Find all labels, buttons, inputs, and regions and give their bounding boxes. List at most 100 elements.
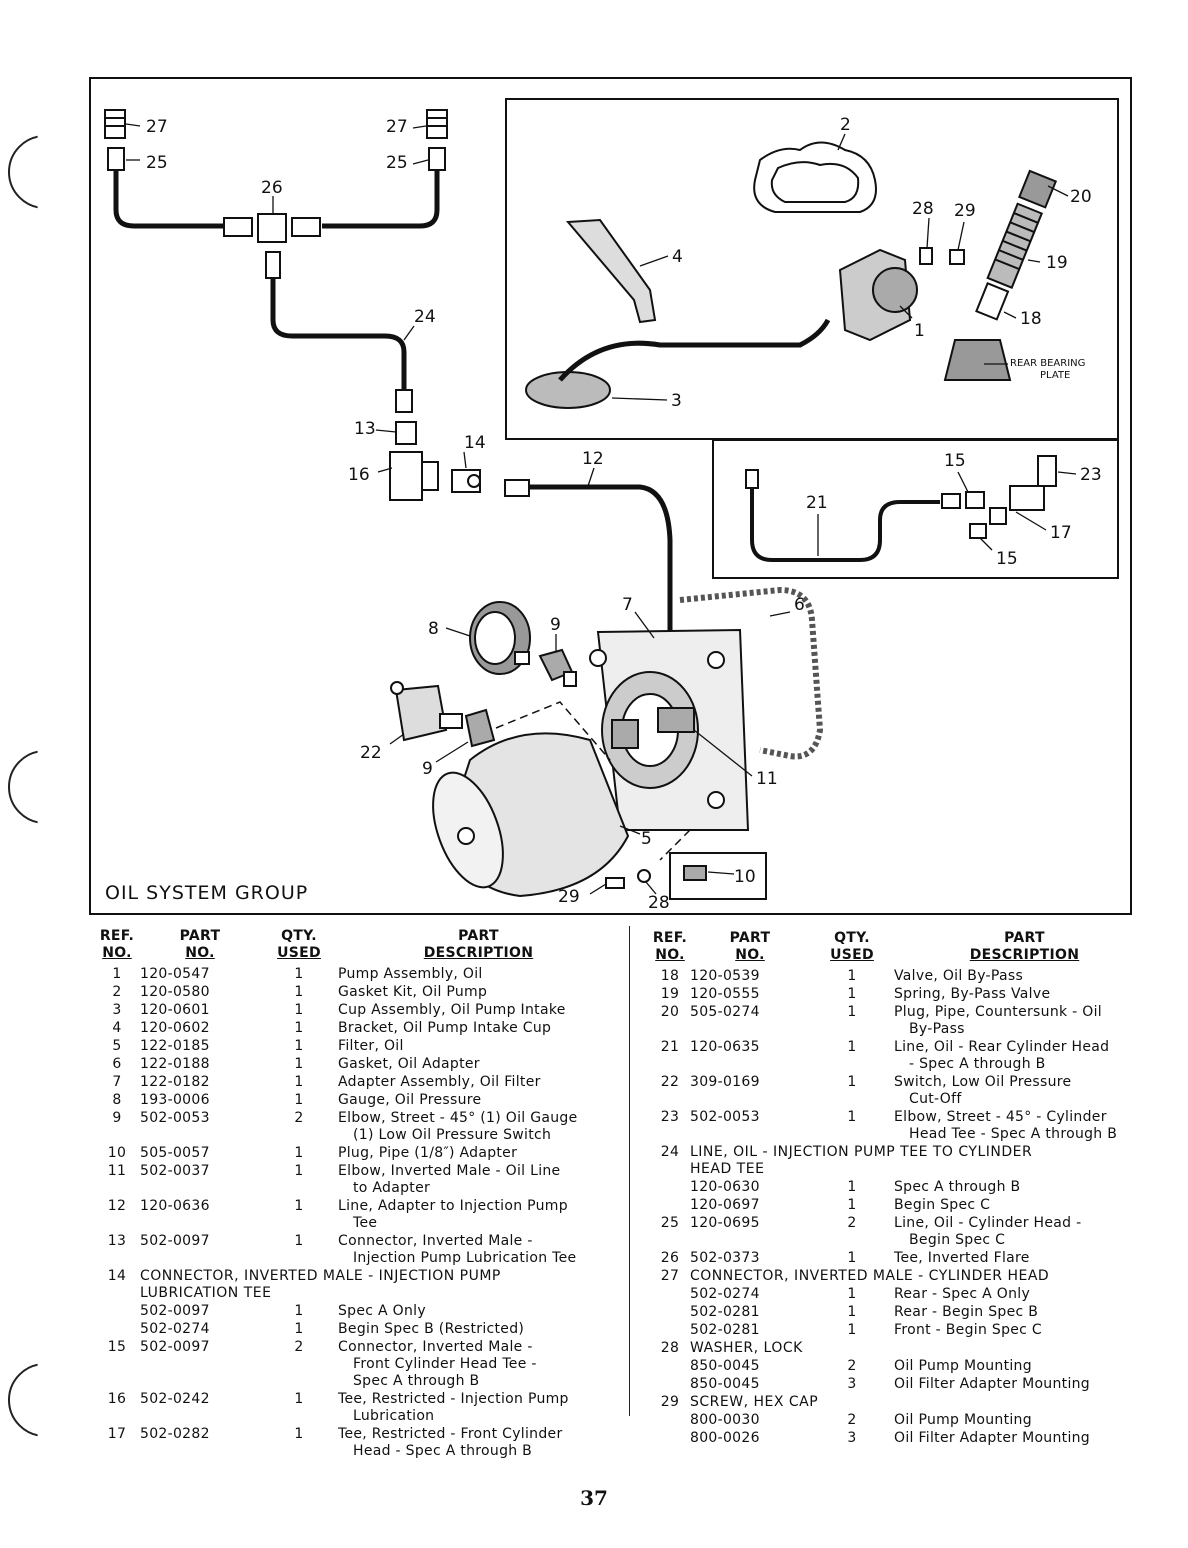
description-text: Line, Adapter to Injection Pump [338, 1198, 568, 1214]
callout-14: 14 [464, 433, 486, 453]
group-heading-continued: HEAD TEE [690, 1161, 765, 1177]
ref-no-cell [650, 1376, 690, 1394]
callout-20: 20 [1070, 187, 1092, 207]
group-heading: CONNECTOR, INVERTED MALE - INJECTION PUM… [140, 1268, 501, 1284]
part-no-cell: 502-0097 [140, 1303, 210, 1319]
description-continued: to Adapter [353, 1180, 431, 1196]
qty-used-cell: 1 [294, 1092, 304, 1108]
callout-13: 13 [354, 419, 376, 439]
description-cell: Connector, Inverted Male -Injection Pump… [338, 1233, 619, 1268]
description-cell: Connector, Inverted Male -Front Cylinder… [338, 1339, 619, 1391]
description-text: Gasket Kit, Oil Pump [338, 984, 488, 1000]
qty-used-cell: 1 [294, 1163, 304, 1179]
ref-no-cell [650, 1304, 690, 1322]
description-cell: Begin Spec C [894, 1197, 1155, 1215]
qty-used-cell: 1 [294, 1145, 304, 1161]
description-text: Spec A through B [894, 1179, 1021, 1195]
ref-no-cell [650, 1358, 690, 1376]
description-continued: - Spec A through B [909, 1056, 1046, 1072]
description-cell: Tee, Inverted Flare [894, 1250, 1155, 1268]
description-cell: Rear - Begin Spec B [894, 1304, 1155, 1322]
qty-used-cell: 1 [294, 1038, 304, 1054]
qty-used-cell: 2 [847, 1215, 857, 1231]
part-no-cell: 502-0274 [140, 1321, 210, 1337]
callout-29-bottom: 29 [558, 887, 580, 907]
description-text: Elbow, Street - 45° - Cylinder [894, 1109, 1107, 1125]
ref-no-cell: 25 [660, 1215, 680, 1231]
part-no-cell: 502-0274 [690, 1286, 760, 1302]
ref-no-cell: 19 [660, 986, 680, 1002]
description-text: Rear - Spec A Only [894, 1286, 1031, 1302]
description-cell: Oil Pump Mounting [894, 1358, 1155, 1376]
header-ref-no: REF.NO. [99, 928, 135, 961]
callout-24: 24 [414, 307, 436, 327]
ref-no-cell: 28 [660, 1340, 680, 1356]
callout-27-left: 27 [146, 117, 168, 137]
callout-7: 7 [622, 595, 633, 615]
ref-no-cell: 7 [112, 1074, 122, 1090]
group-heading-cell: WASHER, LOCK [690, 1340, 1155, 1358]
description-text: Spring, By-Pass Valve [894, 986, 1051, 1002]
description-cell: Plug, Pipe (1/8″) Adapter [338, 1145, 619, 1163]
part-no-cell: 800-0026 [690, 1430, 760, 1446]
qty-used-cell: 1 [294, 1233, 304, 1249]
callout-4: 4 [672, 247, 683, 267]
group-heading: CONNECTOR, INVERTED MALE - CYLINDER HEAD [690, 1268, 1050, 1284]
qty-used-cell: 1 [294, 1303, 304, 1319]
part-no-cell: 502-0242 [140, 1391, 210, 1407]
page-number: 37 [580, 1486, 608, 1510]
group-heading-cell: LINE, OIL - INJECTION PUMP TEE TO CYLIND… [690, 1144, 1155, 1179]
inset-box-plug [669, 852, 767, 900]
group-heading-cell: CONNECTOR, INVERTED MALE - CYLINDER HEAD [690, 1268, 1155, 1286]
description-continued: By-Pass [909, 1021, 965, 1037]
inset-box-rear-line [712, 439, 1119, 579]
ref-no-cell: 24 [660, 1144, 680, 1160]
ref-no-cell: 4 [112, 1020, 122, 1036]
rear-bearing-plate-label: REAR BEARING [1010, 358, 1085, 369]
description-text: Bracket, Oil Pump Intake Cup [338, 1020, 552, 1036]
description-text: Tee, Inverted Flare [894, 1250, 1030, 1266]
description-cell: Pump Assembly, Oil [338, 966, 619, 984]
part-no-cell: 800-0030 [690, 1412, 760, 1428]
callout-25-right: 25 [386, 153, 408, 173]
part-no-cell: 502-0097 [140, 1233, 210, 1249]
callout-26: 26 [261, 178, 283, 198]
qty-used-cell: 1 [294, 1426, 304, 1442]
callout-2: 2 [840, 115, 851, 135]
ref-no-cell [650, 1286, 690, 1304]
callout-9-lower: 9 [422, 759, 433, 779]
description-continued: Front Cylinder Head Tee - [353, 1356, 537, 1372]
description-continued: Cut-Off [909, 1091, 962, 1107]
description-cell: Gasket Kit, Oil Pump [338, 984, 619, 1002]
description-cell: Line, Oil - Cylinder Head -Begin Spec C [894, 1215, 1155, 1250]
part-no-cell: 502-0281 [690, 1322, 760, 1338]
description-continued: Spec A through B [353, 1373, 480, 1389]
part-no-cell: 850-0045 [690, 1376, 760, 1392]
callout-6: 6 [794, 595, 805, 615]
ref-no-cell: 23 [660, 1109, 680, 1125]
callout-28-pump: 28 [912, 199, 934, 219]
callout-23: 23 [1080, 465, 1102, 485]
part-no-cell: 120-0547 [140, 966, 210, 982]
ref-no-cell: 20 [660, 1004, 680, 1020]
